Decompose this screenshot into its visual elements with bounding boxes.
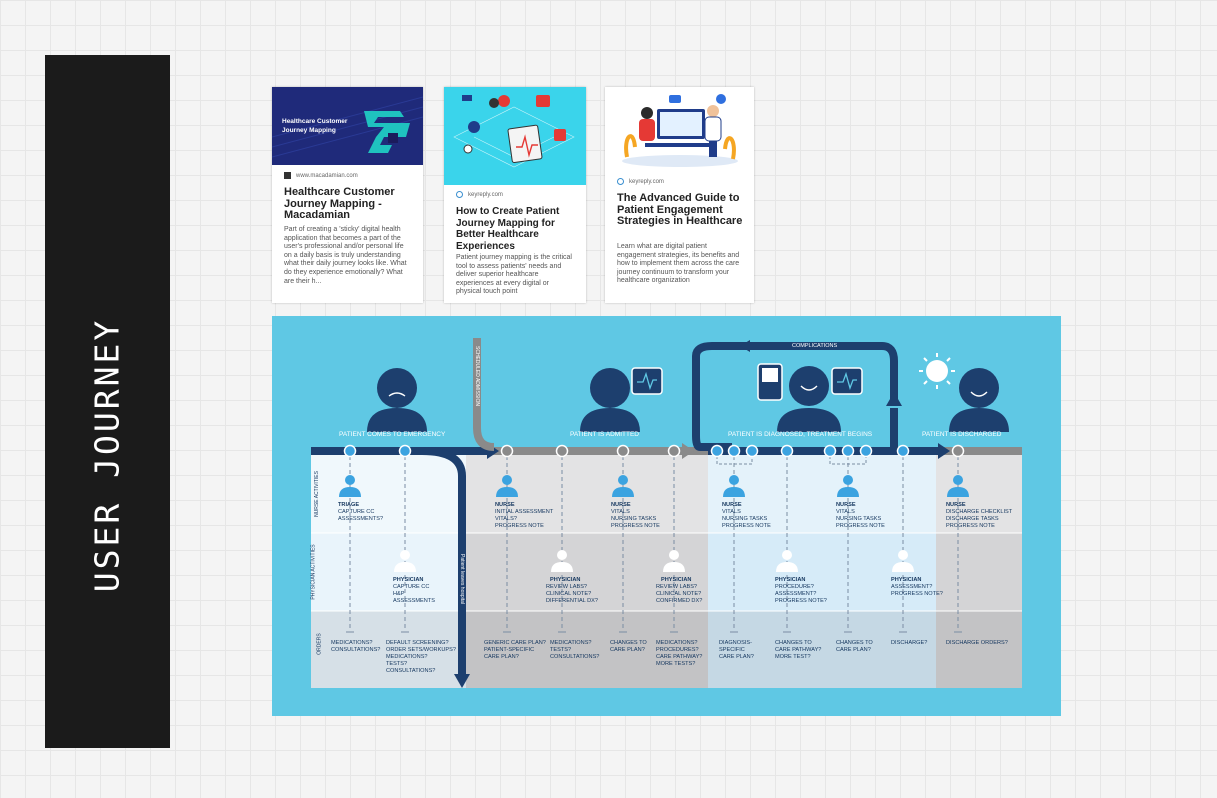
card-title: How to Create Patient Journey Mapping fo… <box>456 206 560 252</box>
link-card-keyreply-journey[interactable]: keyreply.com How to Create Patient Journ… <box>444 87 586 303</box>
nurse-activity: CAPTURE CC ASSESSMENTS? <box>338 509 384 522</box>
nurse-role: NURSE <box>611 502 631 508</box>
order-item: CHANGES TO CARE PLAN? <box>610 640 647 653</box>
sun-icon <box>919 353 955 389</box>
card-description: Learn what are digital patient engagemen… <box>617 243 740 285</box>
stage-label-diagnosed: PATIENT IS DIAGNOSED, TREATMENT BEGINS <box>728 431 873 438</box>
card-source: keyreply.com <box>456 191 503 198</box>
nurse-role: NURSE <box>722 502 742 508</box>
site-favicon-icon <box>456 191 463 198</box>
link-card-keyreply-engagement[interactable]: keyreply.com The Advanced Guide to Patie… <box>605 87 754 303</box>
order-item: DISCHARGE? <box>891 640 928 646</box>
link-card-macadamian[interactable]: Healthcare Customer Journey Mapping www.… <box>272 87 423 303</box>
stage-label-admitted: PATIENT IS ADMITTED <box>570 431 639 438</box>
physician-role: PHYSICIAN <box>661 577 692 583</box>
sidebar-title: USER JOURNEY <box>87 317 127 593</box>
nurse-activity: INITIAL ASSESSMENT VITALS? PROGRESS NOTE <box>495 509 554 529</box>
site-favicon-icon <box>617 178 624 185</box>
physician-activity: REVIEW LABS? CLINICAL NOTE? DIFFERENTIAL… <box>546 584 599 604</box>
order-item: CHANGES TO CARE PATHWAY? MORE TEST? <box>775 640 822 660</box>
scheduled-admission-label: SCHEDULED ADMISSION <box>474 346 480 407</box>
sidebar-panel: USER JOURNEY <box>45 55 170 748</box>
physician-role: PHYSICIAN <box>393 577 424 583</box>
card-thumbnail <box>444 87 586 185</box>
order-item: DIAGNOSIS- SPECIFIC CARE PLAN? <box>719 640 754 660</box>
site-favicon-icon <box>284 172 291 179</box>
order-item: MEDICATIONS? CONSULTATIONS? <box>331 640 381 653</box>
healthcare-isometric-illustration <box>444 87 586 185</box>
order-item: MEDICATIONS? PROCEDURES? CARE PATHWAY? M… <box>656 640 703 667</box>
order-item: DISCHARGE ORDERS? <box>946 640 1008 646</box>
nurse-activity: VITALS NURSING TASKS PROGRESS NOTE <box>611 509 660 529</box>
physician-activity: ASSESSMENT? PROGRESS NOTE? <box>891 584 943 597</box>
patient-journey-diagram[interactable]: PATIENT COMES TO EMERGENCY PATIENT IS AD… <box>272 316 1061 716</box>
patient-leaves-hospital-label: Patient leaves hospital <box>459 554 465 605</box>
card-description: Part of creating a 'sticky' digital heal… <box>284 226 407 285</box>
card-thumbnail: Healthcare Customer Journey Mapping <box>272 87 423 165</box>
card-title: The Advanced Guide to Patient Engagement… <box>617 192 743 227</box>
patient-treated-icon <box>777 366 841 432</box>
physician-activity: CAPTURE CC H&P ASSESSMENTS <box>393 584 435 604</box>
stage-label-discharged: PATIENT IS DISCHARGED <box>922 431 1002 438</box>
patient-admitted-icon <box>580 368 640 432</box>
physician-activity: REVIEW LABS? CLINICAL NOTE? CONFIRMED DX… <box>656 584 703 604</box>
card-source: www.macadamian.com <box>284 172 358 179</box>
order-item: CHANGES TO CARE PLAN? <box>836 640 873 653</box>
nurse-activity: VITALS NURSING TASKS PROGRESS NOTE <box>836 509 885 529</box>
nurse-activity: DISCHARGE CHECKLIST DISCHARGE TASKS PROG… <box>946 509 1013 529</box>
nurse-role: TRIAGE <box>338 502 360 508</box>
stage-label-emergency: PATIENT COMES TO EMERGENCY <box>339 431 446 438</box>
physician-role: PHYSICIAN <box>891 577 922 583</box>
journey-map-illustration <box>272 87 423 165</box>
row-label-orders: ORDERS <box>316 633 323 655</box>
card-thumbnail <box>605 87 754 172</box>
physician-activity: PROCEDURE? ASSESSMENT? PROGRESS NOTE? <box>775 584 827 604</box>
card-description: Patient journey mapping is the critical … <box>456 254 572 296</box>
nurse-role: NURSE <box>836 502 856 508</box>
nurse-activity: VITALS NURSING TASKS PROGRESS NOTE <box>722 509 771 529</box>
nurse-role: NURSE <box>946 502 966 508</box>
physician-role: PHYSICIAN <box>550 577 581 583</box>
order-item: DEFAULT SCREENING? ORDER SETS/WORKUPS? M… <box>386 640 456 674</box>
card-title: Healthcare Customer Journey Mapping - Ma… <box>284 186 395 221</box>
physician-role: PHYSICIAN <box>775 577 806 583</box>
row-label-nurse: NURSE ACTIVITIES <box>313 471 320 517</box>
card-source: keyreply.com <box>617 178 664 185</box>
nurse-role: NURSE <box>495 502 515 508</box>
thumbnail-text: Healthcare Customer Journey Mapping <box>282 118 348 134</box>
order-item: GENERIC CARE PLAN? PATIENT-SPECIFIC CARE… <box>484 640 546 660</box>
patient-sad-icon <box>367 368 427 432</box>
order-item: MEDICATIONS? TESTS? CONSULTATIONS? <box>550 640 600 660</box>
doctor-patient-illustration <box>605 87 754 172</box>
patient-discharged-icon <box>949 368 1009 432</box>
journey-graphics <box>311 338 1022 688</box>
complications-label: COMPLICATIONS <box>792 343 838 349</box>
row-label-physician: PHYSICIAN ACTIVITIES <box>310 544 317 600</box>
